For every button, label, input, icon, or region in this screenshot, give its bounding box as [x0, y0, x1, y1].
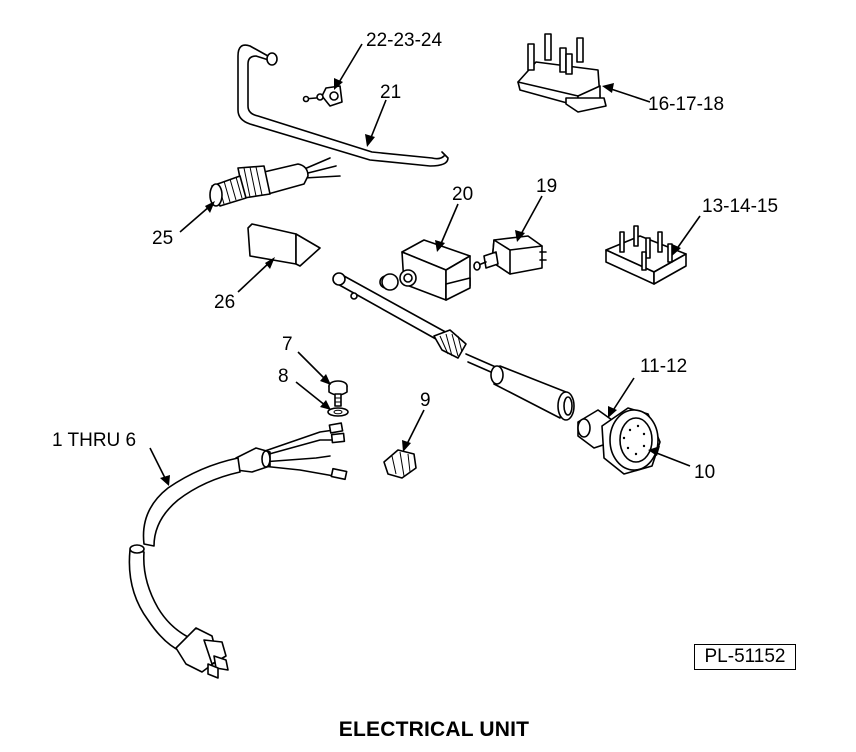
- part-13-14-15-terminal-block: [605, 225, 687, 285]
- callout-20: 20: [452, 184, 473, 205]
- part-7-screw: [328, 380, 348, 407]
- part-22-23-24-clip: [302, 85, 343, 107]
- diagram-title: ELECTRICAL UNIT: [338, 718, 530, 741]
- part-10-knob: [577, 407, 661, 475]
- callout-labels: 22-23-24 21 16-17-18 25 20 19 13-14-15 2…: [52, 30, 778, 483]
- callout-1-thru-6: 1 THRU 6: [52, 430, 136, 451]
- part-20-bracket: [401, 239, 471, 301]
- callout-16-17-18: 16-17-18: [648, 94, 724, 115]
- part-9-wire-nut: [383, 449, 417, 479]
- leader-lines: [149, 43, 701, 486]
- part-16-17-18-relay: [517, 33, 607, 113]
- part-21-tube: [237, 44, 449, 167]
- callout-25: 25: [152, 228, 173, 249]
- part-1-thru-6-power-cord: [128, 422, 348, 679]
- part-11-12-element: [490, 365, 575, 421]
- part-8-washer: [327, 407, 349, 417]
- callout-21: 21: [380, 82, 401, 103]
- part-26-bracket: [247, 223, 321, 267]
- callout-8: 8: [278, 366, 289, 387]
- part-19-toggle-switch: [473, 235, 547, 275]
- callout-10: 10: [694, 462, 715, 483]
- callout-13-14-15: 13-14-15: [702, 196, 778, 217]
- plate-number-box: PL-51152: [694, 644, 796, 670]
- part-25-sensor: [209, 157, 341, 207]
- threaded-shaft: [332, 269, 501, 377]
- callout-26: 26: [214, 292, 235, 313]
- plate-number: PL-51152: [704, 646, 786, 667]
- callout-11-12: 11-12: [640, 356, 687, 377]
- callout-7: 7: [282, 334, 293, 355]
- callout-9: 9: [420, 390, 431, 411]
- callout-22-23-24: 22-23-24: [366, 30, 442, 51]
- callout-19: 19: [536, 176, 557, 197]
